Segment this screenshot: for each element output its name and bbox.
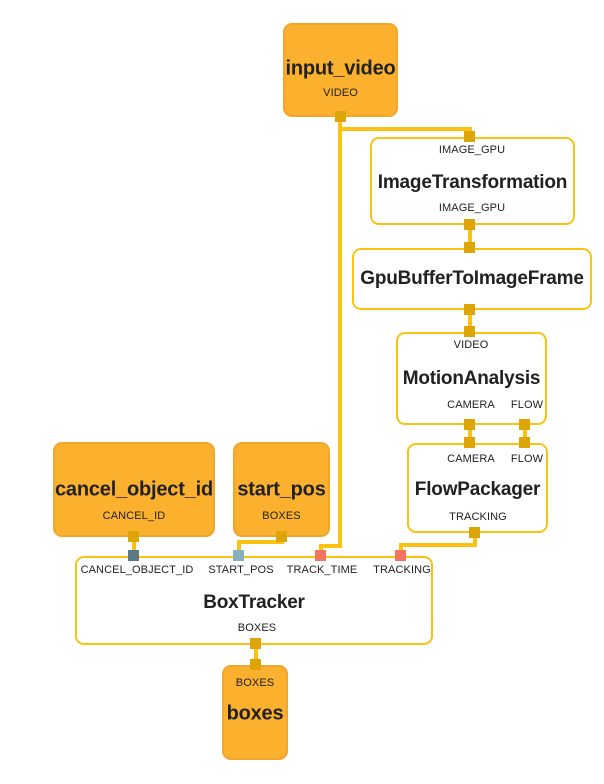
port-flow-packager-flow-in[interactable] <box>519 437 530 448</box>
port-box-tracker-cancel-object-id-in[interactable] <box>128 550 139 561</box>
port-start-pos-out[interactable] <box>276 531 287 542</box>
edge-boxes <box>254 644 258 665</box>
port-motion-analysis-in[interactable] <box>464 326 475 337</box>
input-port-label-track-time: TRACK_TIME <box>286 564 358 576</box>
node-flow-packager[interactable]: CAMERA FLOW FlowPackager TRACKING <box>407 443 548 533</box>
node-boxes[interactable]: BOXES boxes <box>222 665 288 760</box>
edge-tracking-elbow <box>399 543 477 547</box>
edge-camera <box>468 425 472 443</box>
port-motion-analysis-camera-out[interactable] <box>464 419 475 430</box>
output-port-label-flow: FLOW <box>510 399 544 411</box>
output-port-label-tracking: TRACKING <box>449 511 507 523</box>
edge-tracking-into-boxtracker <box>399 543 403 556</box>
port-box-tracker-start-pos-in[interactable] <box>233 550 244 561</box>
port-box-tracker-track-time-in[interactable] <box>315 550 326 561</box>
edge-video-to-tracktime-vertical <box>338 117 342 548</box>
output-port-label-video: VIDEO <box>323 87 358 99</box>
port-flow-packager-camera-in[interactable] <box>464 437 475 448</box>
edge-gpubuffer-to-motionanalysis <box>468 310 472 332</box>
port-input-video-out[interactable] <box>335 111 346 122</box>
node-title: MotionAnalysis <box>402 368 541 389</box>
node-title: cancel_object_id <box>55 478 213 501</box>
output-port-label-camera: CAMERA <box>447 399 495 411</box>
port-box-tracker-boxes-out[interactable] <box>250 638 261 649</box>
output-port-label-boxes: BOXES <box>237 622 277 634</box>
node-input-video[interactable]: input_video VIDEO <box>283 23 398 117</box>
node-motion-analysis[interactable]: VIDEO MotionAnalysis CAMERA FLOW <box>396 332 547 425</box>
node-gpu-buffer-to-image-frame[interactable]: GpuBufferToImageFrame <box>352 248 592 310</box>
node-title: boxes <box>226 702 284 725</box>
port-motion-analysis-flow-out[interactable] <box>519 419 530 430</box>
input-port-label-flow: FLOW <box>510 453 544 465</box>
node-box-tracker[interactable]: CANCEL_OBJECT_ID START_POS TRACK_TIME TR… <box>75 556 433 645</box>
edge-video-to-tracktime-elbow <box>319 544 342 548</box>
input-port-label-cancel-object-id: CANCEL_OBJECT_ID <box>80 564 194 576</box>
edge-video-to-imagetransformation-horizontal <box>340 127 472 131</box>
output-port-label-boxes: BOXES <box>262 510 301 522</box>
input-port-label-camera: CAMERA <box>447 453 495 465</box>
node-title: GpuBufferToImageFrame <box>360 268 584 289</box>
node-image-transformation[interactable]: IMAGE_GPU ImageTransformation IMAGE_GPU <box>370 137 575 225</box>
port-boxes-in[interactable] <box>250 659 261 670</box>
edge-startpos-elbow <box>237 540 284 544</box>
port-box-tracker-tracking-in[interactable] <box>395 550 406 561</box>
edge-startpos-into-boxtracker <box>237 540 241 556</box>
node-title: FlowPackager <box>414 479 541 500</box>
node-title: ImageTransformation <box>377 172 568 193</box>
input-port-label-image-gpu: IMAGE_GPU <box>438 144 506 156</box>
port-image-transformation-in[interactable] <box>464 131 475 142</box>
edge-cancelid <box>132 537 136 556</box>
input-port-label-video: VIDEO <box>453 339 489 351</box>
input-port-label-start-pos: START_POS <box>208 564 274 576</box>
input-port-label-boxes: BOXES <box>235 677 275 689</box>
port-cancel-object-id-out[interactable] <box>128 531 139 542</box>
edge-tracking-drop <box>473 533 477 547</box>
node-cancel-object-id[interactable]: cancel_object_id CANCEL_ID <box>53 442 215 537</box>
node-title: start_pos <box>237 478 326 501</box>
port-gpu-buffer-in[interactable] <box>464 242 475 253</box>
port-gpu-buffer-out[interactable] <box>464 304 475 315</box>
node-title: input_video <box>285 57 396 80</box>
edge-imagetransformation-to-gpubuffer <box>468 225 472 248</box>
output-port-label-cancel-id: CANCEL_ID <box>102 510 166 522</box>
node-title: BoxTracker <box>203 592 305 613</box>
edge-flow <box>523 425 527 443</box>
node-start-pos[interactable]: start_pos BOXES <box>233 442 330 537</box>
port-flow-packager-tracking-out[interactable] <box>469 527 480 538</box>
output-port-label-image-gpu: IMAGE_GPU <box>438 202 506 214</box>
port-image-transformation-out[interactable] <box>464 219 475 230</box>
input-port-label-tracking: TRACKING <box>373 564 431 576</box>
